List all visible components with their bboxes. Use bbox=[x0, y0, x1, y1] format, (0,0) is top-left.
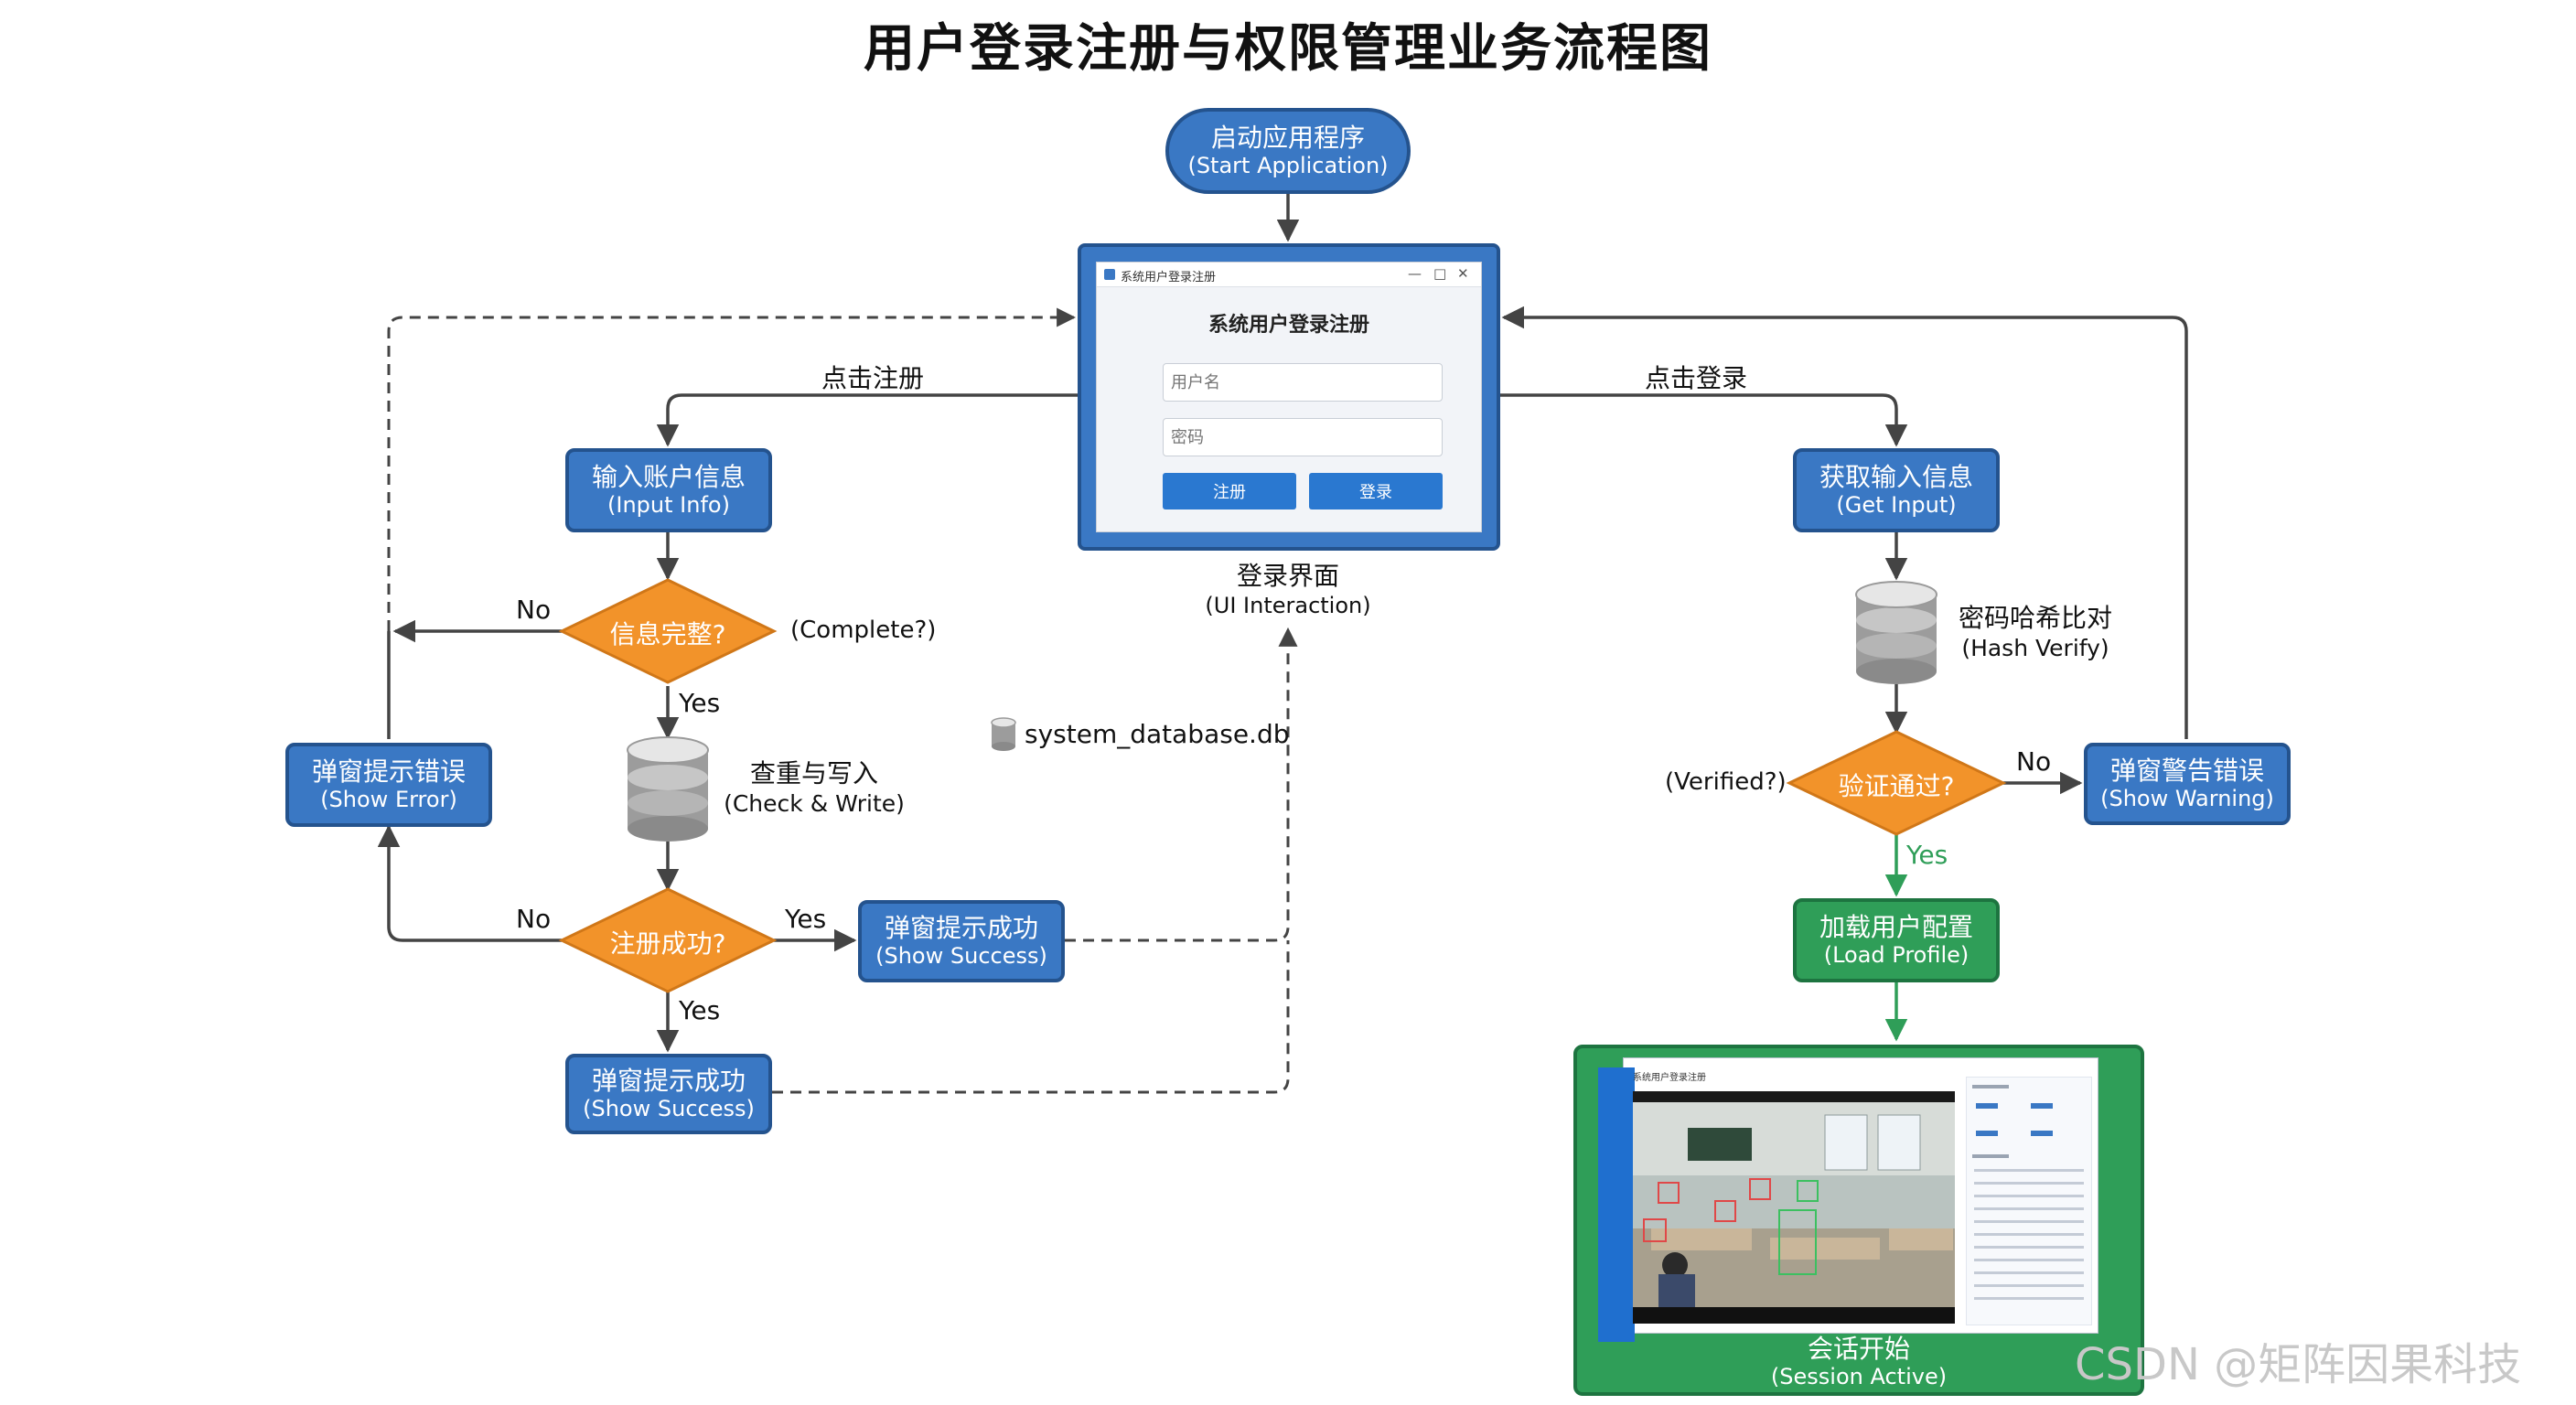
check-write-zh: 查重与写入 bbox=[749, 758, 878, 788]
node-input-info: 输入账户信息 (Input Info) bbox=[565, 448, 772, 532]
decision-info-complete-note: (Complete?) bbox=[790, 617, 937, 644]
login-titlebar: 系统用户登录注册 — □ ✕ bbox=[1097, 263, 1481, 287]
classroom-image bbox=[1633, 1102, 1955, 1324]
ui-label-zh: 登录界面 bbox=[1236, 561, 1339, 591]
stats-placeholder bbox=[1972, 1085, 2084, 1300]
node-show-success-right: 弹窗提示成功 (Show Success) bbox=[858, 900, 1065, 982]
decision-info-complete bbox=[558, 578, 778, 684]
label-yes-reg-right: Yes bbox=[785, 904, 827, 934]
database-icon-small bbox=[991, 717, 1016, 751]
register-button[interactable]: 注册 bbox=[1163, 473, 1296, 509]
close-icon[interactable]: ✕ bbox=[1457, 265, 1469, 282]
node-show-success-right-zh: 弹窗提示成功 bbox=[884, 912, 1038, 943]
hash-verify-label: 密码哈希比对 (Hash Verify) bbox=[1948, 602, 2122, 662]
username-input[interactable] bbox=[1163, 363, 1443, 402]
decision-verified-note: (Verified?) bbox=[1665, 768, 1787, 796]
decision-reg-success bbox=[558, 887, 778, 993]
node-get-input-en: (Get Input) bbox=[1836, 492, 1957, 519]
node-input-info-zh: 输入账户信息 bbox=[591, 461, 746, 492]
label-no-verified: No bbox=[2016, 746, 2052, 777]
login-titlebar-text: 系统用户登录注册 bbox=[1121, 271, 1217, 284]
node-show-warning-zh: 弹窗警告错误 bbox=[2109, 755, 2264, 786]
node-show-error-zh: 弹窗提示错误 bbox=[311, 756, 466, 787]
decision-verified bbox=[1786, 730, 2007, 836]
database-icon-hash-verify bbox=[1855, 581, 1937, 684]
node-get-input: 获取输入信息 (Get Input) bbox=[1793, 448, 2000, 532]
login-window: 系统用户登录注册 — □ ✕ 系统用户登录注册 注册 登录 bbox=[1096, 262, 1482, 532]
node-show-error: 弹窗提示错误 (Show Error) bbox=[285, 743, 492, 827]
node-show-warning-en: (Show Warning) bbox=[2100, 786, 2274, 812]
node-show-success-bottom-en: (Show Success) bbox=[583, 1096, 755, 1122]
edge-login-input-info bbox=[656, 393, 1078, 447]
ui-label-en: (UI Interaction) bbox=[1205, 593, 1371, 618]
session-sidebar bbox=[1598, 1067, 1635, 1342]
edge-label-click-register: 点击注册 bbox=[821, 363, 925, 393]
session-label-en: (Session Active) bbox=[1770, 1364, 1948, 1390]
hash-verify-en: (Hash Verify) bbox=[1961, 635, 2109, 661]
database-icon-check-write bbox=[627, 736, 709, 842]
node-show-success-right-en: (Show Success) bbox=[875, 943, 1047, 970]
login-button[interactable]: 登录 bbox=[1309, 473, 1443, 509]
edge-login-get-input bbox=[1500, 393, 1908, 447]
login-heading: 系统用户登录注册 bbox=[1208, 314, 1369, 337]
node-start-zh: 启动应用程序 bbox=[1210, 122, 1365, 153]
node-get-input-zh: 获取输入信息 bbox=[1819, 461, 1973, 492]
node-load-profile-en: (Load Profile) bbox=[1823, 942, 1970, 969]
login-window-frame: 系统用户登录注册 — □ ✕ 系统用户登录注册 注册 登录 bbox=[1078, 243, 1500, 551]
ui-label: 登录界面 (UI Interaction) bbox=[1169, 560, 1407, 619]
session-stats-panel bbox=[1966, 1077, 2092, 1325]
session-label-zh: 会话开始 bbox=[1807, 1333, 1910, 1364]
node-show-success-bottom: 弹窗提示成功 (Show Success) bbox=[565, 1054, 772, 1134]
minimize-icon[interactable]: — bbox=[1408, 265, 1422, 282]
node-show-error-en: (Show Error) bbox=[320, 787, 457, 813]
edge-label-click-login: 点击登录 bbox=[1645, 363, 1748, 393]
password-input[interactable] bbox=[1163, 418, 1443, 456]
page-title: 用户登录注册与权限管理业务流程图 bbox=[864, 19, 1712, 79]
node-show-success-bottom-zh: 弹窗提示成功 bbox=[591, 1065, 746, 1096]
node-start: 启动应用程序 (Start Application) bbox=[1165, 108, 1411, 194]
session-label: 会话开始 (Session Active) bbox=[1577, 1334, 2141, 1390]
node-load-profile-zh: 加载用户配置 bbox=[1819, 911, 1973, 942]
session-window-frame: 系统用户登录注册 bbox=[1573, 1045, 2144, 1396]
decision-reg-success-label: 注册成功? bbox=[609, 928, 726, 959]
node-show-warning: 弹窗警告错误 (Show Warning) bbox=[2084, 743, 2291, 825]
check-write-label: 查重与写入 (Check & Write) bbox=[723, 757, 906, 818]
session-titlebar-text: 系统用户登录注册 bbox=[1633, 1073, 1706, 1083]
hash-verify-zh: 密码哈希比对 bbox=[1958, 603, 2112, 633]
session-video-feed bbox=[1633, 1091, 1955, 1324]
node-load-profile: 加载用户配置 (Load Profile) bbox=[1793, 898, 2000, 982]
label-no-complete: No bbox=[516, 595, 552, 625]
database-label: system_database.db bbox=[1025, 719, 1290, 749]
node-input-info-en: (Input Info) bbox=[607, 492, 730, 519]
label-no-reg: No bbox=[516, 904, 552, 934]
edge-warning-login bbox=[1501, 306, 2188, 739]
edge-reg-no bbox=[377, 824, 562, 942]
decision-verified-label: 验证通过? bbox=[1838, 771, 1955, 801]
edge-success-right-dashed bbox=[1065, 627, 1298, 942]
edge-error-login-dashed bbox=[387, 307, 1077, 631]
label-yes-verified: Yes bbox=[1906, 840, 1948, 870]
label-yes-complete: Yes bbox=[679, 688, 721, 718]
check-write-en: (Check & Write) bbox=[724, 790, 905, 817]
node-start-en: (Start Application) bbox=[1187, 153, 1389, 179]
session-window: 系统用户登录注册 bbox=[1598, 1057, 2098, 1342]
edge-success-bottom-dashed bbox=[772, 940, 1290, 1094]
watermark: CSDN @矩阵因果科技 bbox=[2075, 1339, 2522, 1390]
maximize-icon[interactable]: □ bbox=[1433, 265, 1447, 282]
app-icon bbox=[1104, 269, 1115, 280]
decision-info-complete-label: 信息完整? bbox=[609, 619, 726, 649]
label-yes-reg-down: Yes bbox=[679, 995, 721, 1025]
